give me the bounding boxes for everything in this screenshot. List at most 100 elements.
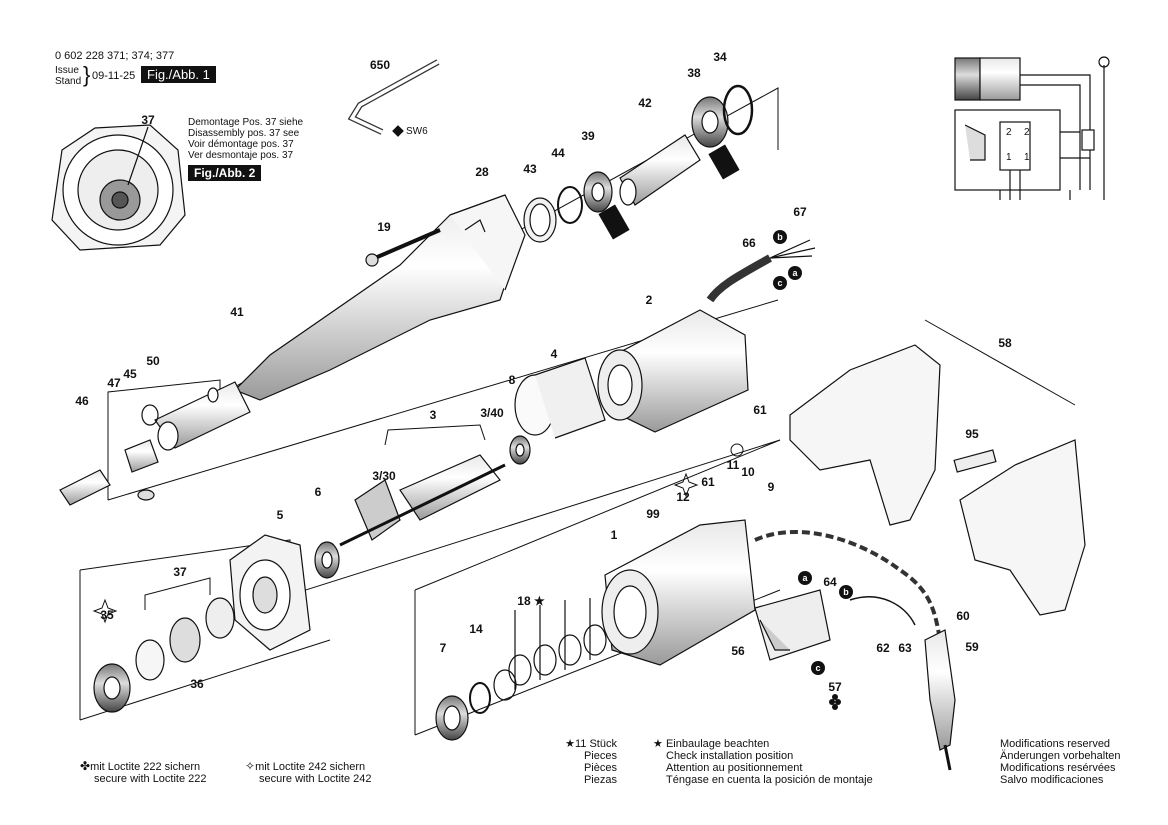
- switch-56: [754, 589, 831, 661]
- label-60: 60: [956, 609, 970, 623]
- label-42: 42: [638, 96, 652, 110]
- handle-half-58: [789, 344, 941, 526]
- label-3: 3: [429, 408, 437, 422]
- switch-c-marker: [811, 661, 825, 675]
- terminal-c-marker: [773, 276, 787, 290]
- nameplate-95: [953, 449, 997, 473]
- label-9: 9: [767, 480, 775, 494]
- label-650: 650: [369, 58, 391, 72]
- armature-3: [339, 424, 506, 547]
- issue-label: Issue: [55, 65, 79, 76]
- label-4: 4: [550, 347, 558, 361]
- label-46: 46: [75, 394, 89, 408]
- terminal-b-marker: [773, 230, 787, 244]
- label-58: 58: [998, 336, 1012, 350]
- part-47: [137, 489, 155, 501]
- installation-mark-39: [598, 204, 630, 240]
- label-37-fig2: 37: [141, 113, 155, 127]
- label-67: 67: [793, 205, 807, 219]
- switch-a-label: a: [802, 573, 808, 583]
- label-18: 18 ★: [517, 594, 545, 608]
- install-note-es: Téngase en cuenta la posición de montaje: [666, 774, 873, 786]
- terminal-a-marker: [788, 266, 802, 280]
- schematic-terminal-2b: 2: [1024, 127, 1030, 138]
- label-10: 10: [741, 465, 755, 479]
- loctite-242-symbol-35: [92, 598, 118, 624]
- disassembly-line-es: Ver desmontaje pos. 37: [188, 150, 294, 161]
- symbols: [92, 230, 853, 710]
- cable-66: [706, 239, 816, 303]
- ground-symbol: [730, 443, 744, 457]
- loctite-222-en: secure with Loctite 222: [94, 773, 207, 785]
- schematic-terminal-1a: 1: [1006, 152, 1012, 163]
- switch-b-marker: [839, 585, 853, 599]
- label-50: 50: [146, 354, 160, 368]
- label-8: 8: [508, 373, 516, 387]
- wire-harness: [754, 530, 942, 641]
- brace: }: [83, 62, 91, 87]
- disassembly-note: Demontage Pos. 37 siehe Disassembly pos.…: [188, 117, 303, 161]
- cable-guard-59: [924, 629, 956, 771]
- installation-mark-38: [708, 144, 740, 180]
- label-43: 43: [523, 162, 537, 176]
- modifications-fr: Modifications resérvées: [1000, 762, 1116, 774]
- terminal-c-label: c: [777, 278, 783, 288]
- gear-housing-5: [229, 534, 311, 651]
- footer-loctite-242: ✧mit Loctite 242 sichern secure with Loc…: [245, 760, 372, 785]
- part-numbers: 0 602 228 371; 374; 377: [55, 50, 175, 62]
- part-37-flange: [169, 617, 201, 663]
- label-28: 28: [475, 165, 489, 179]
- fig-1-label: Fig./Abb. 1: [141, 66, 216, 83]
- loctite-222-symbol-57: [829, 694, 841, 710]
- collet-46: [59, 469, 111, 506]
- screw-19: [365, 228, 441, 267]
- disassembly-line-de: Demontage Pos. 37 siehe: [188, 117, 304, 128]
- stand-label: Stand: [55, 76, 82, 87]
- label-6: 6: [314, 485, 322, 499]
- ring-34: [722, 84, 754, 136]
- label-35: 35: [100, 608, 114, 622]
- oring-44: [557, 186, 583, 224]
- wiring-schematic: [954, 56, 1110, 200]
- label-5: 5: [276, 508, 284, 522]
- schematic-terminal-1b: 1: [1024, 152, 1030, 163]
- label-36: 36: [190, 677, 204, 691]
- motor-housing-1: [601, 519, 756, 666]
- pieces-en: Pieces: [583, 750, 617, 762]
- install-note-de: Einbaulage beachten: [665, 738, 770, 750]
- flange-view-fig2: [51, 124, 186, 251]
- loctite-242-en: secure with Loctite 242: [259, 773, 372, 785]
- label-63: 63: [898, 641, 912, 655]
- install-star-icon: ★: [653, 738, 663, 750]
- fig-2-label: Fig./Abb. 2: [188, 165, 262, 181]
- issue-date: 09-11-25: [92, 70, 136, 82]
- label-34: 34: [713, 50, 727, 64]
- part-36: [135, 639, 165, 681]
- loctite-222-de: mit Loctite 222 sichern: [90, 761, 201, 773]
- label-59: 59: [965, 640, 979, 654]
- modifications-en: Modifications reserved: [1000, 738, 1111, 750]
- schematic-terminal-2a: 2: [1006, 127, 1012, 138]
- footer-modifications: Modifications reserved Änderungen vorbeh…: [1000, 738, 1120, 786]
- brush-set-18: [493, 598, 607, 701]
- ring-4: [534, 357, 606, 439]
- label-47: 47: [107, 376, 121, 390]
- part-50: [141, 404, 159, 426]
- star-icon: ★: [565, 738, 575, 750]
- label-37: 37: [173, 565, 187, 579]
- label-19: 19: [377, 220, 391, 234]
- stator-2: [597, 309, 749, 433]
- label-2: 2: [645, 293, 653, 307]
- footer-install-notes: ★ Einbaulage beachten Check installation…: [653, 738, 873, 786]
- label-3-30: 3/30: [372, 469, 396, 483]
- loctite-242-symbol-12: [673, 472, 699, 498]
- label-1: 1: [610, 528, 618, 542]
- oring-14: [469, 682, 491, 714]
- modifications-de: Änderungen vorbehalten: [1000, 750, 1121, 762]
- label-61-bottom: 61: [701, 475, 715, 489]
- label-64: 64: [823, 575, 837, 589]
- allen-key-650: [347, 59, 440, 137]
- modifications-es: Salvo modificaciones: [1000, 774, 1104, 786]
- loctite-242-de: mit Loctite 242 sichern: [255, 761, 366, 773]
